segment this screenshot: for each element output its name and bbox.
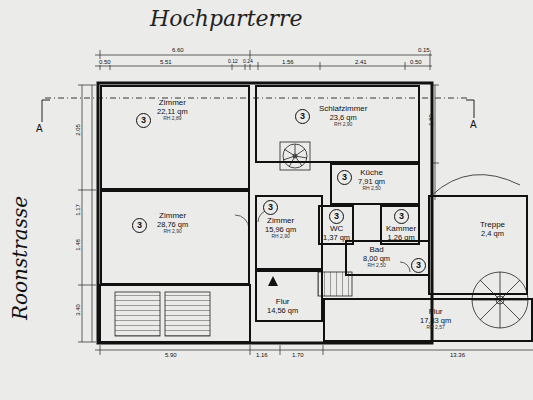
room-number-circle: 3 bbox=[337, 170, 352, 185]
dimension: 5.51 bbox=[160, 59, 172, 65]
dimension: 0.50 bbox=[410, 59, 422, 65]
room-height: RH 2,90 bbox=[319, 122, 367, 128]
room-name: Flur bbox=[420, 308, 451, 317]
room-number: 3 bbox=[342, 173, 347, 182]
room: Zimmer15,96 qmRH 2,90 3 bbox=[255, 195, 323, 270]
room-area: 28,76 qm bbox=[157, 221, 188, 229]
room-name: Zimmer bbox=[157, 99, 188, 108]
room: Küche7,91 qmRH 2,50 3 bbox=[330, 163, 420, 205]
room-name: Zimmer bbox=[265, 217, 296, 226]
room-number: 3 bbox=[416, 261, 421, 270]
room-number-circle: 3 bbox=[263, 200, 278, 215]
dimension: 1.80 bbox=[428, 114, 434, 126]
dimension: 0.50 bbox=[99, 59, 111, 65]
room-number-circle: 3 bbox=[136, 113, 151, 128]
room-area: 7,91 qm bbox=[358, 178, 385, 186]
room-number-circle: 3 bbox=[394, 209, 409, 224]
room-name: Flur bbox=[267, 298, 298, 307]
stairwell bbox=[100, 285, 250, 342]
dimension: 13.36 bbox=[450, 352, 465, 358]
room-area: 23,6 qm bbox=[319, 114, 367, 122]
room-name: WC bbox=[323, 225, 350, 234]
entrance-marker bbox=[268, 276, 278, 286]
room-label: Zimmer15,96 qmRH 2,90 bbox=[265, 217, 296, 240]
room: Treppe2,4 qm bbox=[428, 195, 528, 295]
room-label: Flur17,83 qmRH 2,57 bbox=[420, 308, 451, 331]
room-label: Zimmer22,11 qmRH 2,89 bbox=[157, 99, 188, 122]
stair bbox=[115, 292, 160, 336]
spiral-stair bbox=[280, 142, 310, 170]
room-label: Schlafzimmer23,6 qmRH 2,90 bbox=[319, 105, 367, 128]
outer-wall bbox=[98, 83, 432, 343]
room: Zimmer22,11 qmRH 2,89 3 bbox=[100, 85, 250, 190]
dimension: 0.15 bbox=[418, 47, 430, 53]
room: Zimmer28,76 qmRH 2,90 3 bbox=[100, 190, 250, 285]
section-marker: A bbox=[36, 124, 43, 134]
room-height: RH 2,90 bbox=[265, 234, 296, 240]
room-number: 3 bbox=[399, 212, 404, 221]
room-number: 3 bbox=[141, 116, 146, 125]
room-label: Treppe2,4 qm bbox=[480, 221, 505, 238]
plan-title: Hochparterre bbox=[150, 6, 303, 31]
room-label: Bad8,00 qmRH 2,50 bbox=[363, 246, 390, 269]
room-number: 3 bbox=[334, 212, 339, 221]
spiral-stair bbox=[432, 175, 528, 328]
dimension: 6.60 bbox=[172, 47, 184, 53]
room-area: 8,00 qm bbox=[363, 255, 390, 263]
room-name: Schlafzimmer bbox=[319, 105, 367, 114]
room-area: 17,83 qm bbox=[420, 317, 451, 325]
room-area: 15,96 qm bbox=[265, 226, 296, 234]
room-label: Küche7,91 qmRH 2,50 bbox=[358, 169, 385, 192]
stair bbox=[165, 292, 210, 336]
dimension: 0.12 bbox=[228, 59, 238, 64]
room-height: RH 2,50 bbox=[358, 186, 385, 192]
room-area: 22,11 qm bbox=[157, 108, 188, 116]
room-name: Kammer bbox=[386, 225, 416, 234]
room: Bad8,00 qmRH 2,50 3 bbox=[345, 240, 430, 276]
room-number-circle: 3 bbox=[132, 218, 147, 233]
room-number-circle: 3 bbox=[411, 258, 426, 273]
dimension: 0.24 bbox=[243, 59, 253, 64]
dimension: 1.56 bbox=[282, 59, 294, 65]
room: Flur17,83 qmRH 2,57 bbox=[323, 298, 533, 342]
room-area: 14,56 qm bbox=[267, 307, 298, 315]
street-name: Roonstrasse bbox=[10, 196, 30, 320]
room-name: Zimmer bbox=[157, 212, 188, 221]
room-label: Zimmer28,76 qmRH 2,90 bbox=[157, 212, 188, 235]
room-number-circle: 3 bbox=[295, 109, 310, 124]
room-name: Küche bbox=[358, 169, 385, 178]
room-area: 2,4 qm bbox=[480, 230, 505, 238]
section-line bbox=[42, 98, 474, 122]
room-number: 3 bbox=[137, 221, 142, 230]
room-height: RH 2,90 bbox=[157, 229, 188, 235]
dimension: 3.40 bbox=[75, 304, 81, 316]
dimension-lines bbox=[78, 50, 533, 355]
dimension: 2.05 bbox=[75, 124, 81, 136]
room-number: 3 bbox=[268, 203, 273, 212]
room: Flur14,56 qm bbox=[255, 270, 323, 322]
room-height: RH 2,89 bbox=[157, 116, 188, 122]
dimension: 1.70 bbox=[292, 352, 304, 358]
room-height: RH 2,50 bbox=[363, 263, 390, 269]
dimension: 1.17 bbox=[75, 204, 81, 216]
room-name: Treppe bbox=[480, 221, 505, 230]
room: Schlafzimmer23,6 qmRH 2,90 3 bbox=[255, 85, 420, 163]
dimension: 1.16 bbox=[256, 352, 268, 358]
room-name: Bad bbox=[363, 246, 390, 255]
dimension: 2.41 bbox=[355, 59, 367, 65]
room-height: RH 2,57 bbox=[420, 325, 451, 331]
room-label: Flur14,56 qm bbox=[267, 298, 298, 315]
dimension: 5.90 bbox=[165, 352, 177, 358]
section-marker: A bbox=[470, 120, 477, 130]
dimension: 1.48 bbox=[75, 239, 81, 251]
room-number-circle: 3 bbox=[329, 209, 344, 224]
room-number: 3 bbox=[300, 112, 305, 121]
